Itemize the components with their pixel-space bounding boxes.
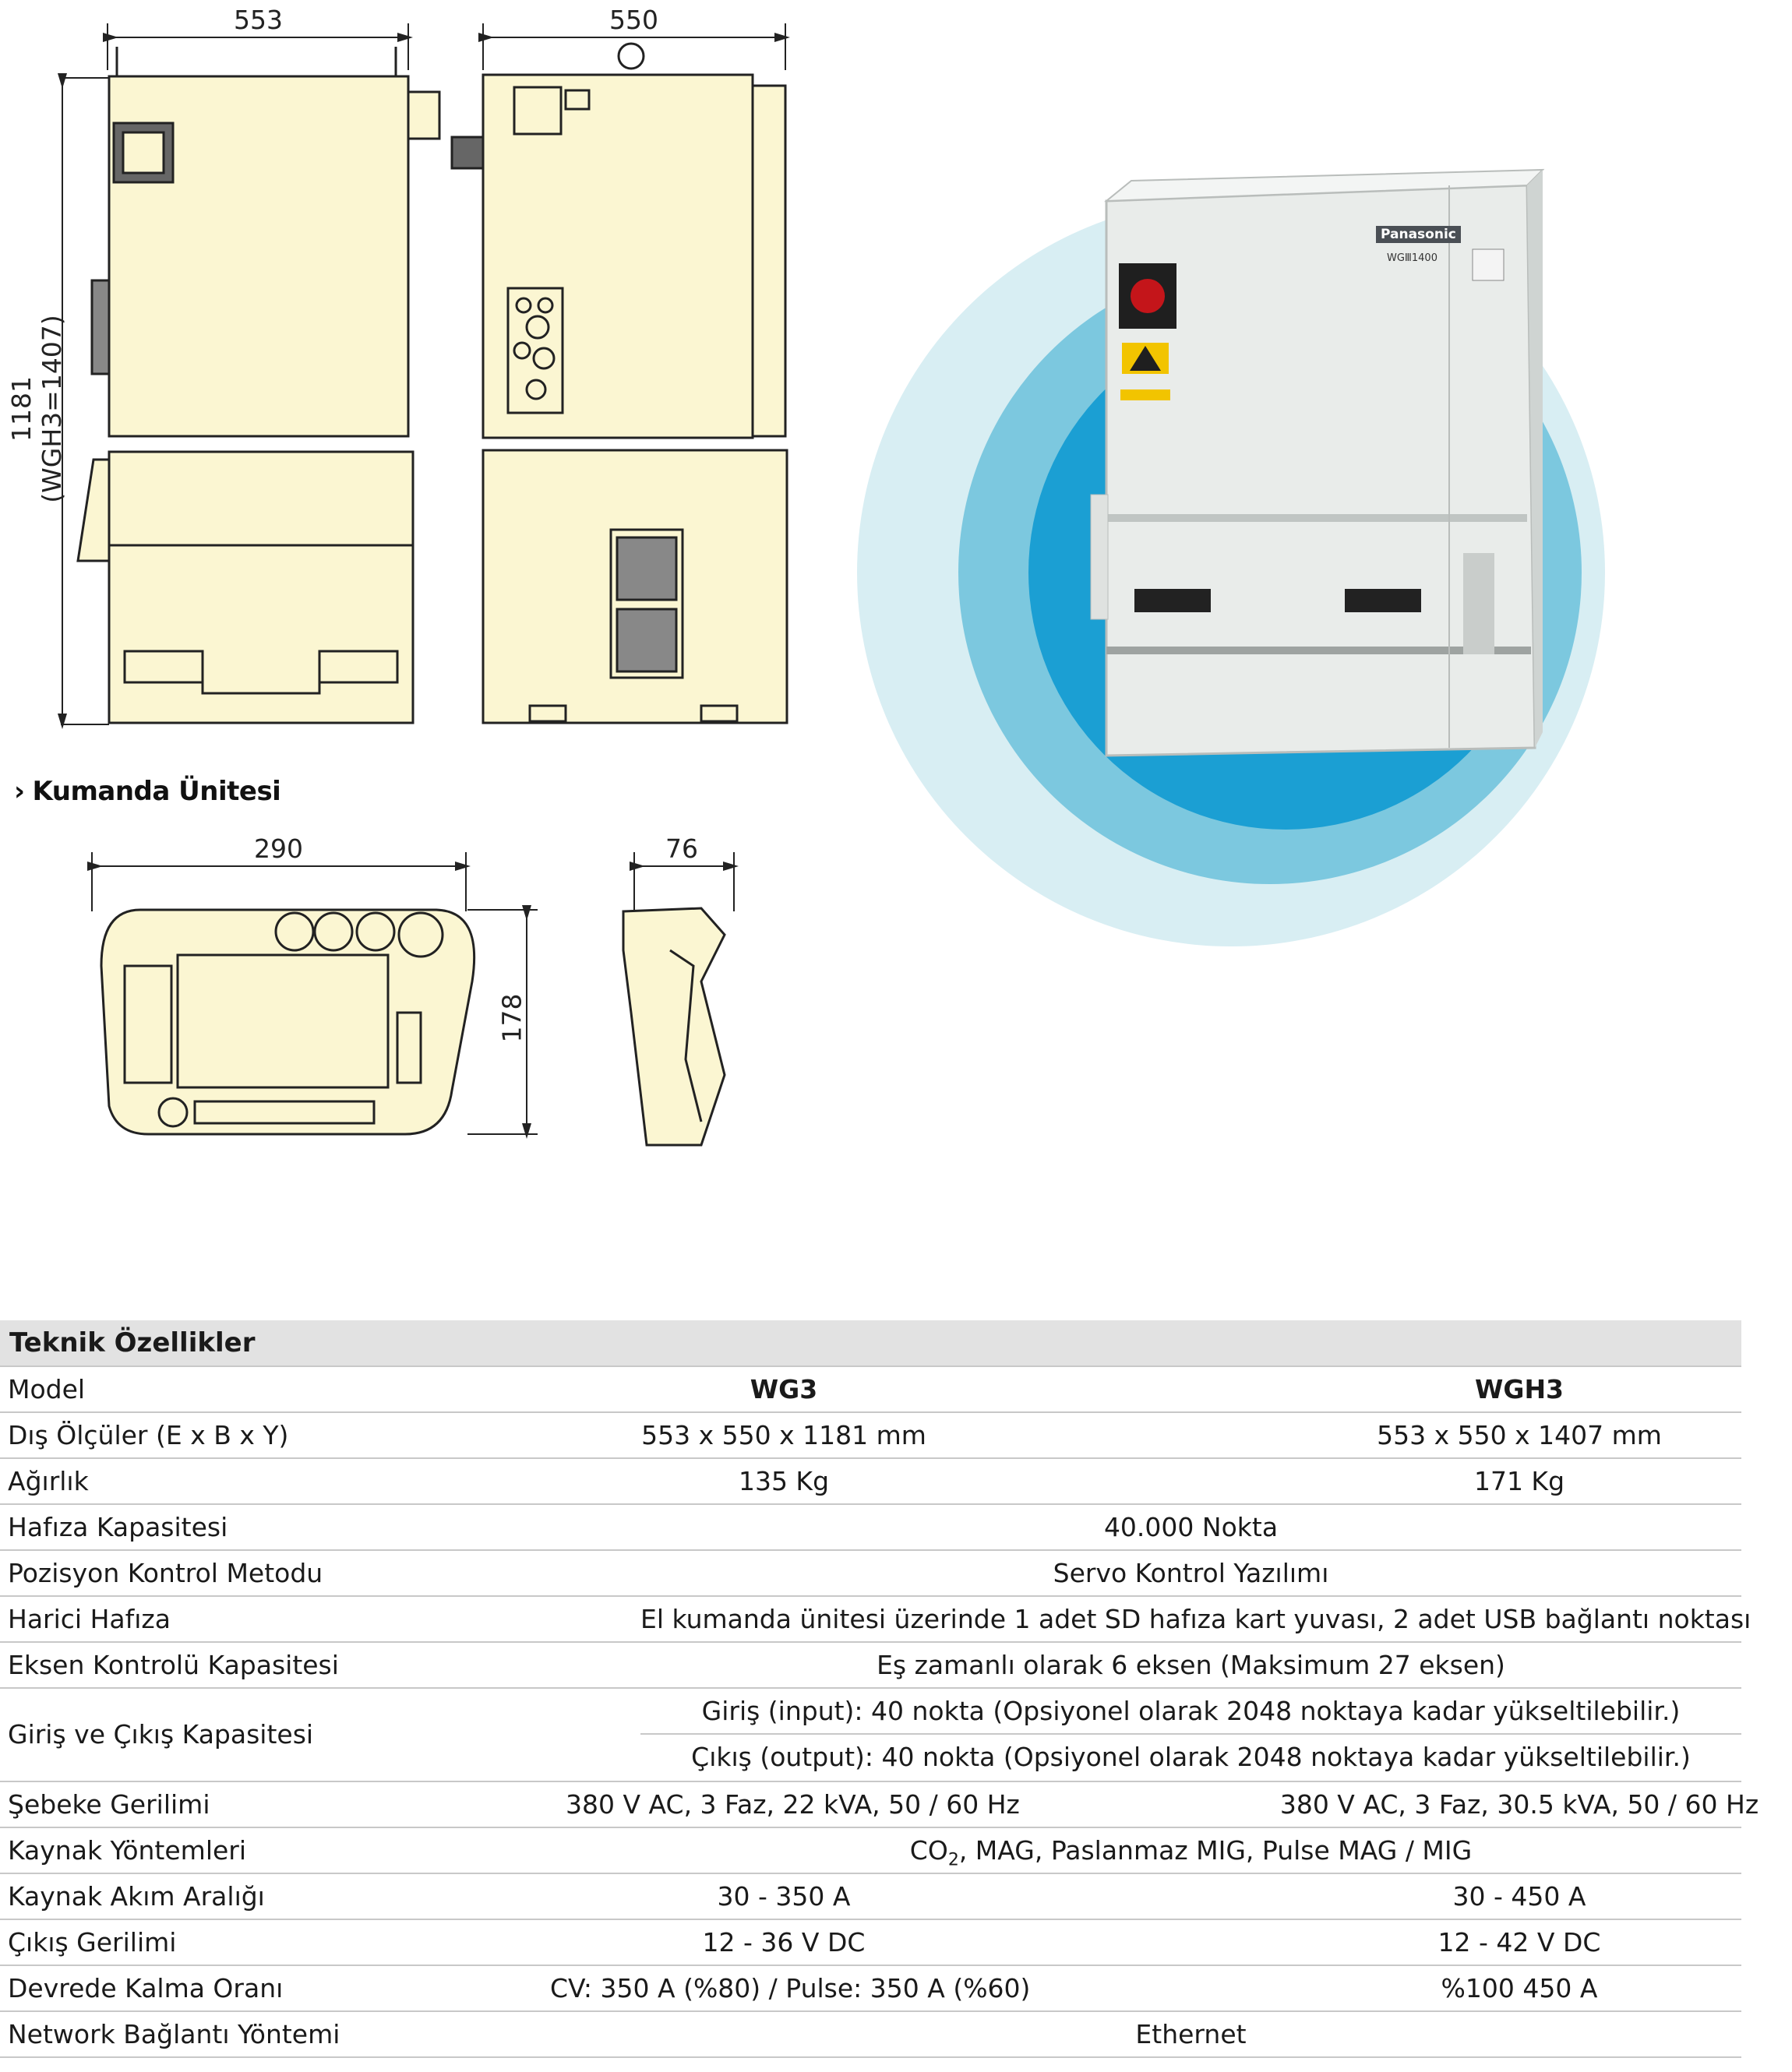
model-wg3: WG3	[750, 1374, 818, 1404]
table-row: Giriş ve Çıkış Kapasitesi Giriş (input):…	[0, 1689, 1741, 1782]
table-row: Şebeke Gerilimi 380 V AC, 3 Faz, 22 kVA,…	[0, 1782, 1758, 1828]
cell-wgh3: 380 V AC, 3 Faz, 30.5 kVA, 50 / 60 Hz	[1279, 1789, 1759, 1820]
co-subscript: 2	[947, 1850, 959, 1870]
row-label: Kaynak Yöntemleri	[8, 1835, 247, 1866]
cell-shared: 40.000 Nokta	[1103, 1512, 1279, 1542]
row-label: Eksen Kontrolü Kapasitesi	[8, 1650, 339, 1680]
row-label: Şebeke Gerilimi	[8, 1789, 210, 1820]
dim-pendant-depth: 76	[665, 833, 698, 864]
controller-drawings	[58, 23, 790, 1147]
cell-wgh3: %100 450 A	[1441, 1973, 1598, 2003]
row-label: Network Bağlantı Yöntemi	[8, 2019, 340, 2049]
table-row: Eksen Kontrolü Kapasitesi Eş zamanlı ola…	[0, 1643, 1741, 1689]
table-row: Model WG3 WGH3	[0, 1367, 1741, 1413]
row-label: Pozisyon Kontrol Metodu	[8, 1558, 323, 1588]
dim-controller-depth: 550	[609, 5, 658, 35]
cell-shared: El kumanda ünitesi üzerinde 1 adet SD ha…	[640, 1604, 1751, 1634]
section-heading: ›Kumanda Ünitesi	[14, 776, 281, 807]
cell-shared: Ethernet	[1135, 2019, 1247, 2049]
dim-controller-width: 553	[234, 5, 283, 35]
cell-wgh3: 171 Kg	[1473, 1466, 1565, 1496]
table-row: Pozisyon Kontrol Metodu Servo Kontrol Ya…	[0, 1551, 1741, 1597]
spec-table: Teknik Özellikler Model WG3 WGH3 Dış Ölç…	[0, 1320, 1758, 2058]
table-row: Çıkış Gerilimi 12 - 36 V DC 12 - 42 V DC	[0, 1920, 1741, 1966]
cell-shared: Servo Kontrol Yazılımı	[1053, 1558, 1329, 1588]
dim-pendant-height: 178	[496, 993, 527, 1043]
pendant-front-view	[87, 852, 538, 1139]
cell-output: Çıkış (output): 40 nokta (Opsiyonel olar…	[691, 1742, 1691, 1772]
front-view	[76, 47, 441, 724]
cell-wgh3: 553 x 550 x 1407 mm	[1377, 1420, 1662, 1450]
cell-shared: Eş zamanlı olarak 6 eksen (Maksimum 27 e…	[877, 1650, 1505, 1680]
table-row: Dış Ölçüler (E x B x Y) 553 x 550 x 1181…	[0, 1413, 1741, 1459]
row-label: Devrede Kalma Oranı	[8, 1973, 284, 2003]
table-row: Network Bağlantı Yöntemi Ethernet	[0, 2012, 1741, 2058]
table-row: Hafıza Kapasitesi 40.000 Nokta	[0, 1505, 1741, 1551]
row-label: Çıkış Gerilimi	[8, 1927, 177, 1957]
pendant-side-view	[622, 852, 739, 1147]
cell-input: Giriş (input): 40 nokta (Opsiyonel olara…	[640, 1689, 1741, 1735]
brand-label: Panasonic	[1376, 226, 1461, 243]
table-row: Harici Hafıza El kumanda ünitesi üzerind…	[0, 1597, 1751, 1643]
section-heading-text: Kumanda Ünitesi	[32, 776, 281, 807]
cell-wg3: 30 - 350 A	[717, 1881, 851, 1912]
row-label: Ağırlık	[8, 1466, 89, 1496]
cell-wg3: 135 Kg	[738, 1466, 830, 1496]
table-row: Ağırlık 135 Kg 171 Kg	[0, 1459, 1741, 1505]
product-photo	[857, 168, 1605, 946]
cell-wg3: 12 - 36 V DC	[702, 1927, 866, 1957]
co-text: CO	[909, 1835, 948, 1866]
model-wgh3: WGH3	[1474, 1374, 1564, 1404]
row-label: Giriş ve Çıkış Kapasitesi	[8, 1719, 314, 1750]
table-row: Kaynak Akım Aralığı 30 - 350 A 30 - 450 …	[0, 1874, 1741, 1920]
cell-wg3: CV: 350 A (%80) / Pulse: 350 A (%60)	[550, 1973, 1031, 2003]
row-label: Model	[8, 1374, 86, 1404]
dim-pendant-width: 290	[254, 833, 303, 864]
dim-controller-height: 1181 (WGH3=1407)	[6, 315, 67, 503]
table-row: Kaynak Yöntemleri CO2, MAG, Paslanmaz MI…	[0, 1828, 1741, 1874]
row-label: Hafıza Kapasitesi	[8, 1512, 228, 1542]
model-plate-label: WGⅢ1400	[1387, 252, 1437, 264]
methods-rest: , MAG, Paslanmaz MIG, Pulse MAG / MIG	[958, 1835, 1473, 1866]
cell-wg3: 553 x 550 x 1181 mm	[641, 1420, 926, 1450]
cell-wgh3: 30 - 450 A	[1452, 1881, 1586, 1912]
row-label: Kaynak Akım Aralığı	[8, 1881, 265, 1912]
chevron-right-icon: ›	[14, 776, 25, 807]
spec-table-title: Teknik Özellikler	[0, 1320, 1741, 1367]
row-label: Harici Hafıza	[8, 1604, 171, 1634]
cell-wgh3: 12 - 42 V DC	[1437, 1927, 1601, 1957]
row-label: Dış Ölçüler (E x B x Y)	[8, 1420, 289, 1450]
table-row: Devrede Kalma Oranı CV: 350 A (%80) / Pu…	[0, 1966, 1741, 2012]
side-view	[450, 42, 788, 724]
cell-shared: CO2, MAG, Paslanmaz MIG, Pulse MAG / MIG	[640, 1828, 1741, 1883]
cell-wg3: 380 V AC, 3 Faz, 22 kVA, 50 / 60 Hz	[566, 1789, 1020, 1820]
